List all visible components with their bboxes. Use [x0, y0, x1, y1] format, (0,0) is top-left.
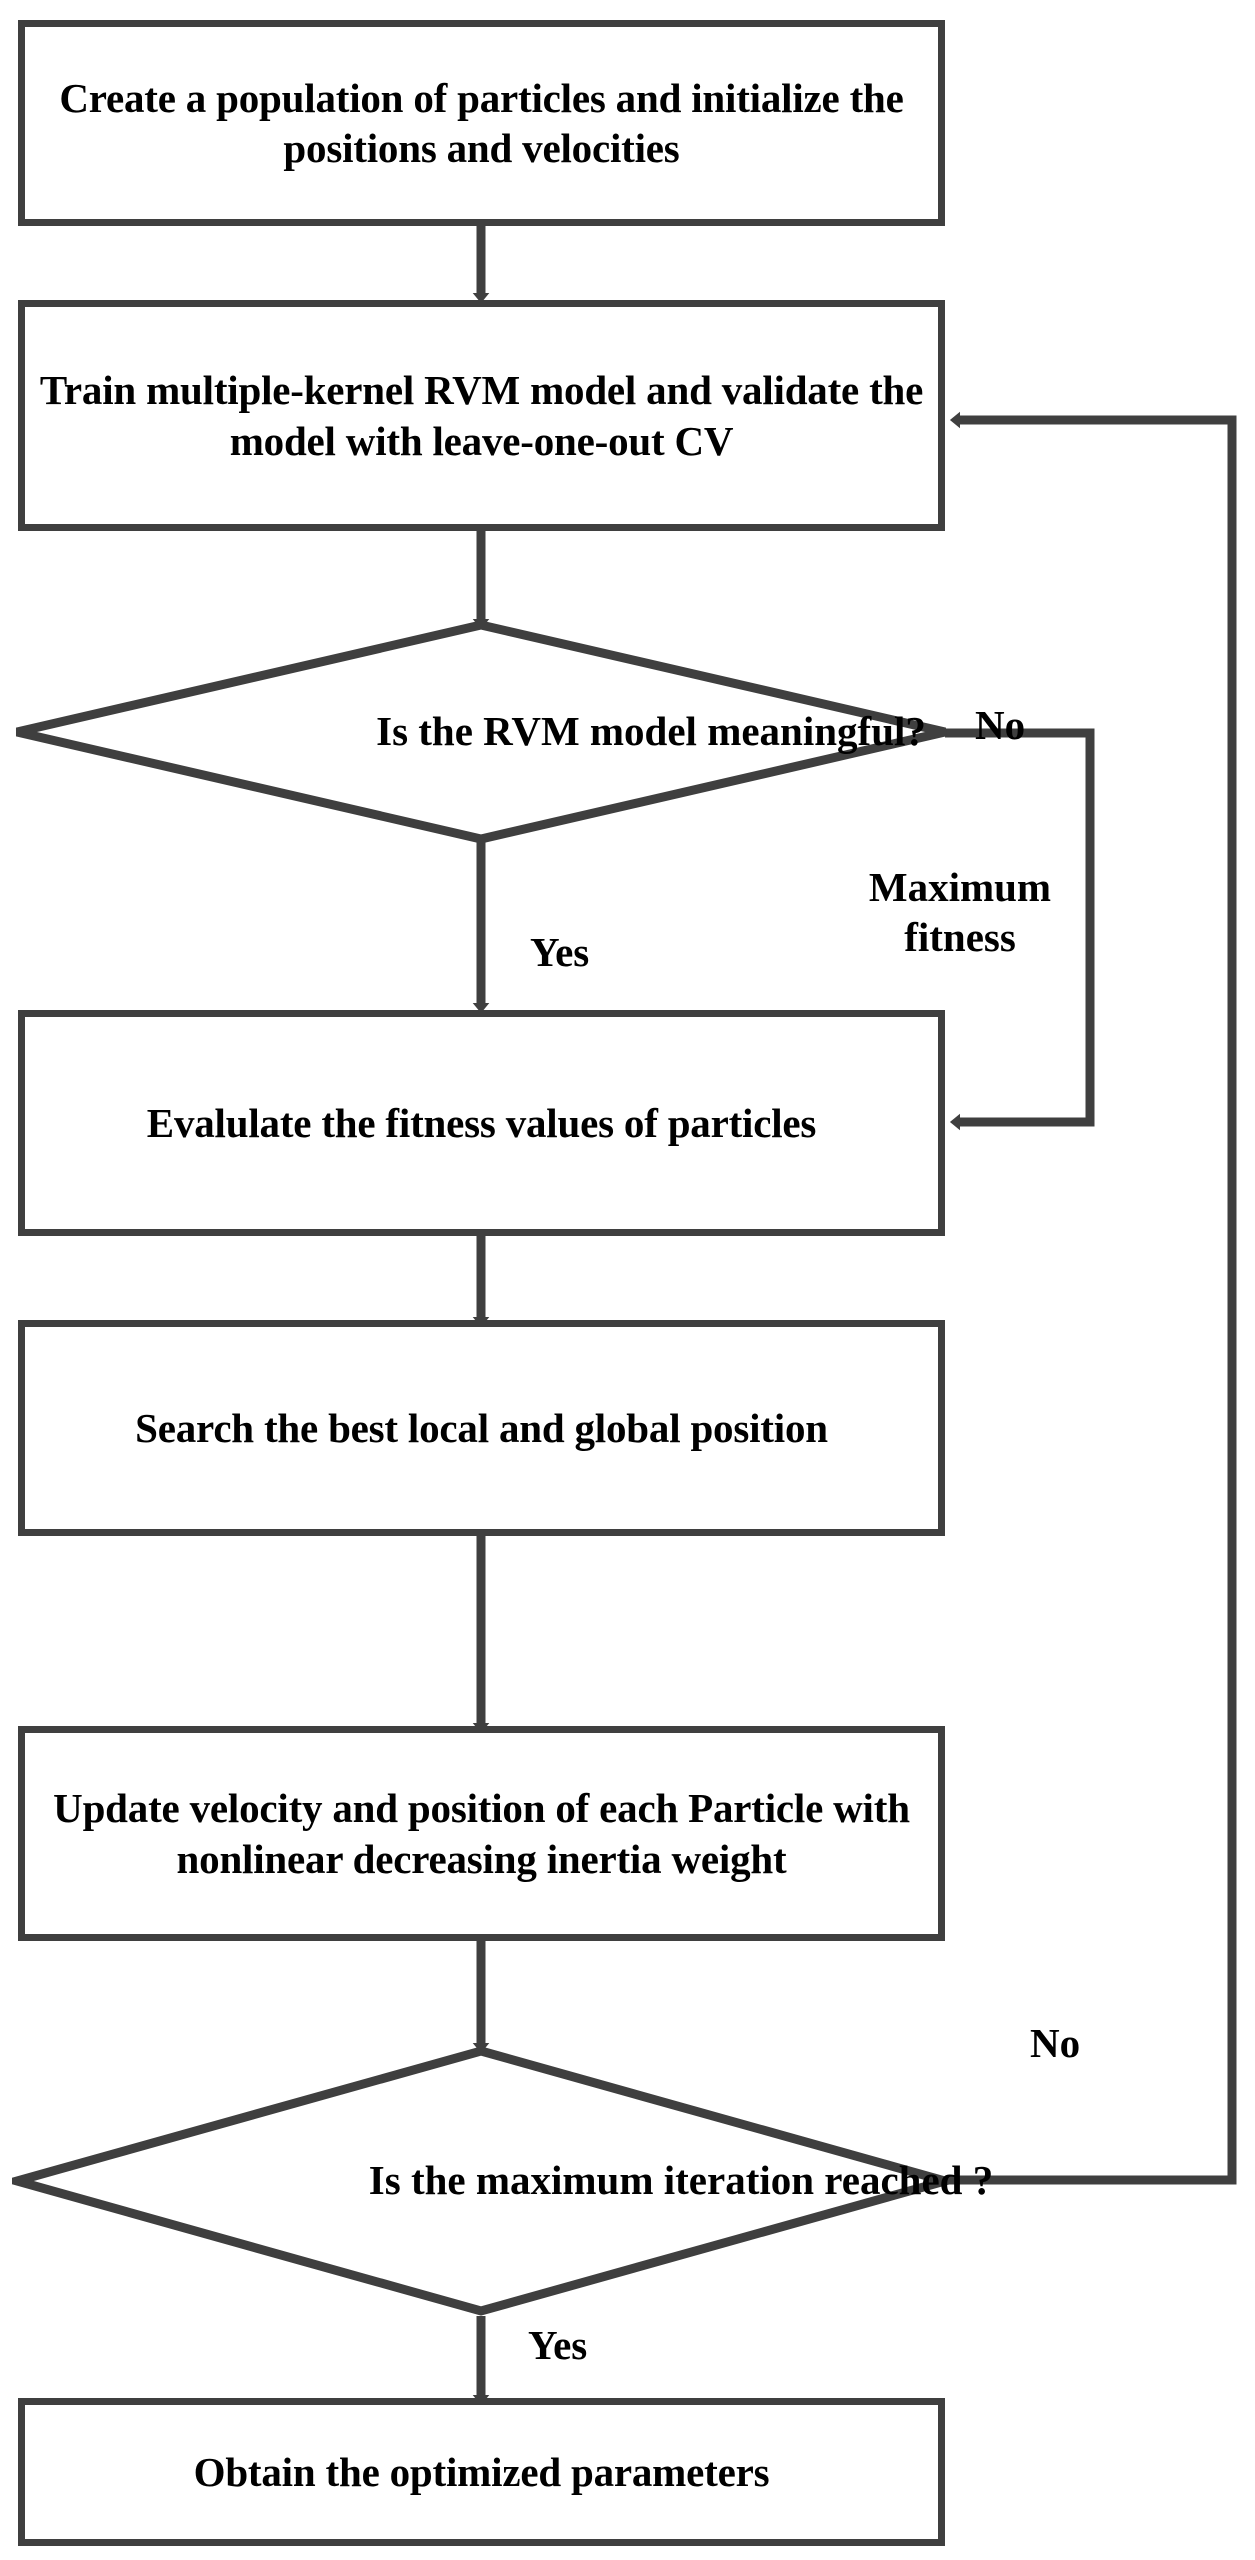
node-search-best-position-label: Search the best local and global positio… [135, 1404, 828, 1451]
node-max-iteration[interactable]: Is the maximum iteration reached ? [12, 2046, 993, 2316]
node-train-rvm[interactable]: Train multiple-kernel RVM model and vali… [18, 300, 945, 531]
node-obtain-parameters[interactable]: Obtain the optimized parameters [18, 2398, 945, 2546]
node-obtain-parameters-label: Obtain the optimized parameters [193, 2448, 770, 2495]
node-evaluate-fitness-label: Evalulate the fitness values of particle… [146, 1099, 817, 1146]
edge-label-iteration-no: No [1030, 2020, 1081, 2066]
diamond-shape-rvm-meaningful [15, 620, 947, 844]
edge-label-rvm-maximum-fitness: Maximum fitness [868, 864, 1052, 961]
connector-decision2-no-loop [945, 420, 1237, 2185]
node-create-population-label: Create a population of particles and ini… [59, 74, 904, 171]
edge-label-rvm-yes: Yes [530, 929, 590, 975]
edge-label-iteration-yes: Yes [528, 2322, 588, 2368]
node-train-rvm-label: Train multiple-kernel RVM model and vali… [39, 367, 924, 464]
node-search-best-position[interactable]: Search the best local and global positio… [18, 1320, 945, 1536]
node-update-velocity-label: Update velocity and position of each Par… [53, 1785, 910, 1882]
edge-label-rvm-no: No [975, 702, 1026, 748]
node-create-population[interactable]: Create a population of particles and ini… [18, 20, 945, 226]
node-update-velocity[interactable]: Update velocity and position of each Par… [18, 1726, 945, 1941]
node-rvm-meaningful[interactable]: Is the RVM model meaningful? [12, 620, 950, 844]
diamond-shape-max-iteration [12, 2046, 950, 2316]
node-evaluate-fitness[interactable]: Evalulate the fitness values of particle… [18, 1010, 945, 1236]
